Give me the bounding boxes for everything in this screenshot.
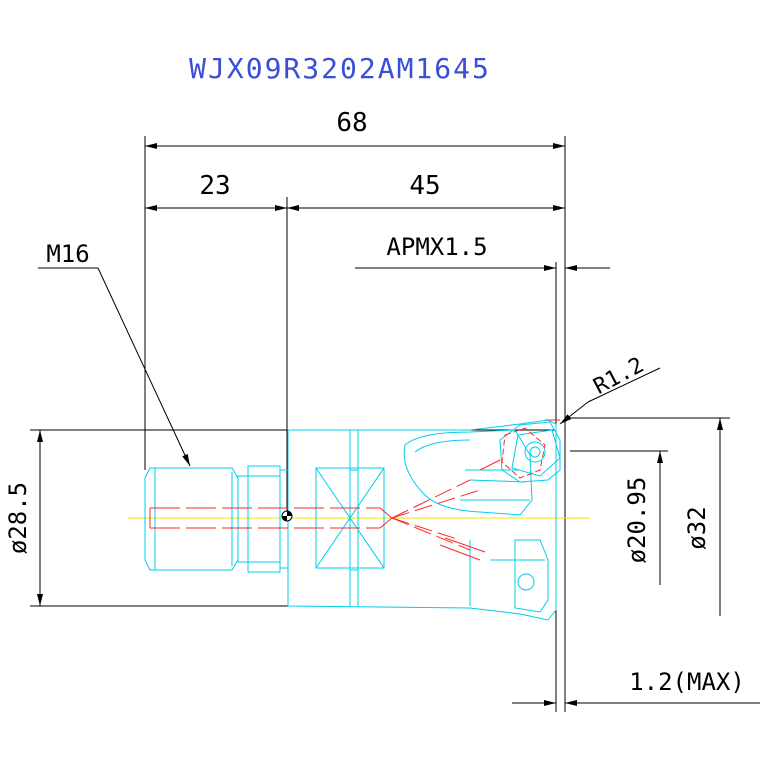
gauge-point-marker [281,510,293,522]
dim-max-offset: 1.2(MAX) [629,668,745,696]
tool-body-outline [144,419,561,621]
dim-body-diameter: ø20.95 [623,477,651,564]
dim-shank-length: 23 [199,171,230,201]
dim-head-length: 45 [409,171,440,201]
dim-thread: M16 [46,240,89,268]
hidden-lines [149,419,560,561]
dim-cutting-diameter: ø32 [683,506,711,549]
drawing-title: WJX09R3202AM1645 [189,52,491,85]
dim-apmx: APMX1.5 [386,233,487,261]
dim-neck-diameter: ø28.5 [4,482,32,554]
dim-overall-length: 68 [336,108,367,138]
dimension-lines [30,136,760,712]
dim-corner-radius: R1.2 [590,353,649,400]
